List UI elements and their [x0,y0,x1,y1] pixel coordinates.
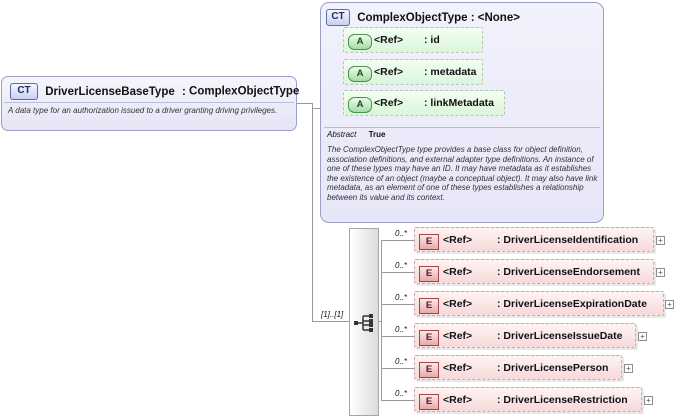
element-name: : DriverLicenseIdentification [497,234,639,246]
element-icon: E [419,298,439,314]
main-type-divider [4,102,294,103]
driver-license-base-type-box[interactable]: CT DriverLicenseBaseType : ComplexObject… [1,76,299,131]
abstract-value: True [368,130,386,139]
connector-trunk [312,103,313,321]
element-driver-license-identification[interactable]: E <Ref> : DriverLicenseIdentification [414,227,654,252]
element-icon: E [419,266,439,282]
base-type-divider [324,127,600,128]
attribute-icon: A [348,66,372,82]
connector-elem-6 [381,400,414,401]
element-icon: E [419,330,439,346]
element-ref: <Ref> [443,362,473,374]
expand-icon[interactable]: + [656,236,665,245]
base-type-name: ComplexObjectType : <None> [357,11,520,24]
main-type-name: DriverLicenseBaseType [45,85,175,98]
attribute-id[interactable]: A <Ref> : id [343,27,483,53]
base-type-description: The ComplexObjectType type provides a ba… [327,145,598,202]
element-driver-license-restriction[interactable]: E <Ref> : DriverLicenseRestriction [414,387,642,412]
attribute-icon: A [348,34,372,50]
attribute-name: : linkMetadata [424,97,495,109]
element-name: : DriverLicenseEndorsement [497,266,640,278]
connector-elem-trunk [381,240,382,400]
connector-elem-2 [381,272,414,273]
main-type-title: CT DriverLicenseBaseType : ComplexObject… [10,83,299,100]
expand-icon[interactable]: + [644,396,653,405]
attribute-ref: <Ref> [374,34,404,46]
element-cardinality: 0..* [395,357,408,366]
element-icon: E [419,394,439,410]
main-type-description: A data type for an authorization issued … [8,106,278,115]
attribute-link-metadata[interactable]: A <Ref> : linkMetadata [343,90,505,116]
element-driver-license-person[interactable]: E <Ref> : DriverLicensePerson [414,355,622,380]
connector-to-base [312,108,320,109]
expand-icon[interactable]: + [656,268,665,277]
element-cardinality: 0..* [395,261,408,270]
connector-main-out [297,103,312,104]
attribute-name: : metadata [424,66,477,78]
element-cardinality: 0..* [395,389,408,398]
attribute-icon: A [348,97,372,113]
element-ref: <Ref> [443,298,473,310]
base-type-title: CT ComplexObjectType : <None> [326,9,520,26]
attribute-metadata[interactable]: A <Ref> : metadata [343,59,483,85]
element-ref: <Ref> [443,266,473,278]
connector-elem-3 [381,304,414,305]
connector-elem-4 [381,336,414,337]
abstract-label: Abstract [327,130,357,139]
element-driver-license-expiration-date[interactable]: E <Ref> : DriverLicenseExpirationDate [414,291,664,316]
main-type-sep: : [181,85,186,98]
element-driver-license-issue-date[interactable]: E <Ref> : DriverLicenseIssueDate [414,323,636,348]
element-cardinality: 0..* [395,325,408,334]
connector-elem-1 [381,240,414,241]
complex-type-icon: CT [10,83,38,100]
element-name: : DriverLicensePerson [497,362,609,374]
element-icon: E [419,362,439,378]
attribute-name: : id [424,34,440,46]
connector-elem-5 [381,368,414,369]
element-name: : DriverLicenseIssueDate [497,330,623,342]
element-cardinality: 0..* [395,293,408,302]
expand-icon[interactable]: + [624,364,633,373]
element-icon: E [419,234,439,250]
abstract-row: Abstract True [327,130,385,139]
element-driver-license-endorsement[interactable]: E <Ref> : DriverLicenseEndorsement [414,259,654,284]
element-cardinality: 0..* [395,229,408,238]
sequence-cardinality: [1]..[1] [321,310,344,319]
main-type-base: ComplexObjectType [189,85,300,98]
sequence-compositor[interactable] [349,228,379,416]
element-ref: <Ref> [443,394,473,406]
expand-icon[interactable]: + [665,300,674,309]
element-name: : DriverLicenseRestriction [497,394,628,406]
element-ref: <Ref> [443,234,473,246]
element-ref: <Ref> [443,330,473,342]
complex-type-icon: CT [326,9,350,26]
attribute-ref: <Ref> [374,97,404,109]
element-name: : DriverLicenseExpirationDate [497,298,647,310]
connector-to-sequence [312,321,349,322]
expand-icon[interactable]: + [638,332,647,341]
attribute-ref: <Ref> [374,66,404,78]
connector-seq-out [379,321,381,322]
sequence-icon [354,314,373,332]
